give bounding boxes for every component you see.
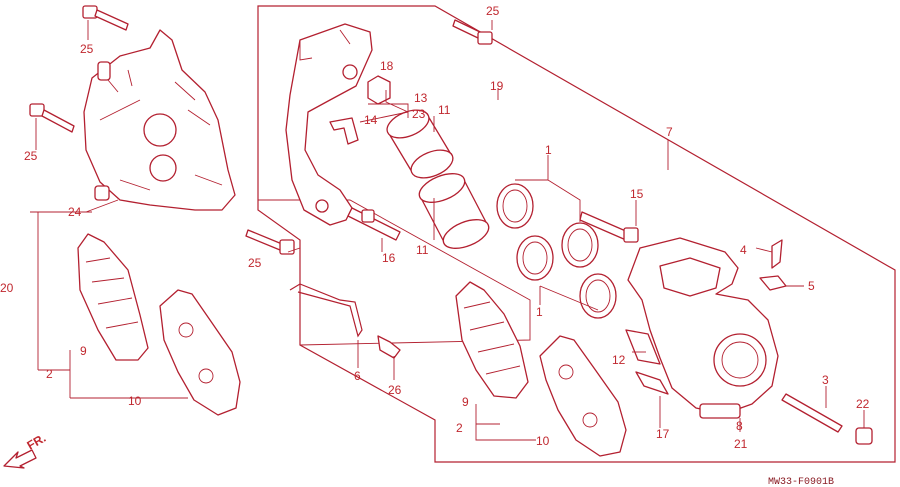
label-25: 25 — [80, 42, 94, 56]
cap-5 — [759, 275, 787, 291]
label-11: 11 — [438, 103, 451, 117]
left-pad-inner — [77, 233, 149, 361]
right-caliper — [627, 237, 779, 419]
label-15: 15 — [630, 187, 644, 201]
label-3: 3 — [822, 373, 829, 387]
part-labels: 25 25 25 25 20 24 9 2 10 18 13 23 14 11 … — [0, 4, 870, 451]
label-26: 26 — [388, 383, 402, 397]
label-4: 4 — [740, 243, 747, 257]
direction-label: FR. — [25, 431, 49, 453]
label-18: 18 — [380, 59, 394, 73]
label-1: 1 — [536, 305, 543, 319]
nut-18 — [367, 75, 391, 105]
left-pad-outer — [159, 289, 241, 416]
bolt-26 — [377, 335, 401, 359]
seal-rings — [496, 183, 617, 319]
right-pad-inner — [455, 281, 529, 399]
bolt-25-left — [29, 103, 75, 133]
label-8: 8 — [736, 419, 743, 433]
left-caliper — [83, 29, 236, 211]
pin-3 — [781, 393, 843, 433]
spring-6 — [289, 283, 363, 338]
label-12: 12 — [612, 353, 626, 367]
bolt-25-center — [245, 229, 295, 255]
label-20: 20 — [0, 281, 14, 295]
label-6: 6 — [354, 369, 361, 383]
label-23: 23 — [412, 107, 426, 121]
label-16: 16 — [382, 251, 396, 265]
piston-11-upper — [386, 109, 454, 179]
right-pad-outer — [539, 335, 627, 457]
bolt-17 — [635, 371, 669, 395]
assembly-frame — [257, 5, 896, 463]
label-25: 25 — [486, 4, 500, 18]
label-17: 17 — [656, 427, 670, 441]
label-10: 10 — [536, 434, 550, 448]
bleeder-4 — [771, 239, 783, 269]
front-direction-arrow — [3, 449, 37, 469]
caliper-bracket — [285, 23, 373, 226]
label-10: 10 — [128, 394, 142, 408]
piston-11-lower — [418, 173, 490, 249]
label-21: 21 — [734, 437, 748, 451]
label-24: 24 — [68, 205, 82, 219]
bolt-25-top — [82, 5, 129, 31]
bolt-15 — [579, 211, 639, 243]
bolt-25-center-top — [452, 19, 493, 45]
label-9: 9 — [80, 344, 87, 358]
label-9: 9 — [462, 395, 469, 409]
plug-22 — [855, 427, 873, 445]
label-14: 14 — [364, 113, 378, 127]
label-22: 22 — [856, 397, 870, 411]
label-5: 5 — [808, 279, 815, 293]
clip-14 — [329, 117, 359, 145]
label-19: 19 — [490, 79, 504, 93]
label-13: 13 — [414, 91, 428, 105]
label-1: 1 — [545, 143, 552, 157]
leader-lines — [30, 20, 865, 441]
label-11: 11 — [416, 243, 429, 257]
pin-16 — [347, 207, 401, 241]
label-2: 2 — [456, 421, 463, 435]
diagram-code: MW33-F0901B — [768, 477, 834, 487]
plate-12 — [625, 329, 661, 365]
label-7: 7 — [666, 125, 673, 139]
label-2: 2 — [46, 367, 53, 381]
label-25: 25 — [24, 149, 38, 163]
label-25: 25 — [248, 256, 262, 270]
